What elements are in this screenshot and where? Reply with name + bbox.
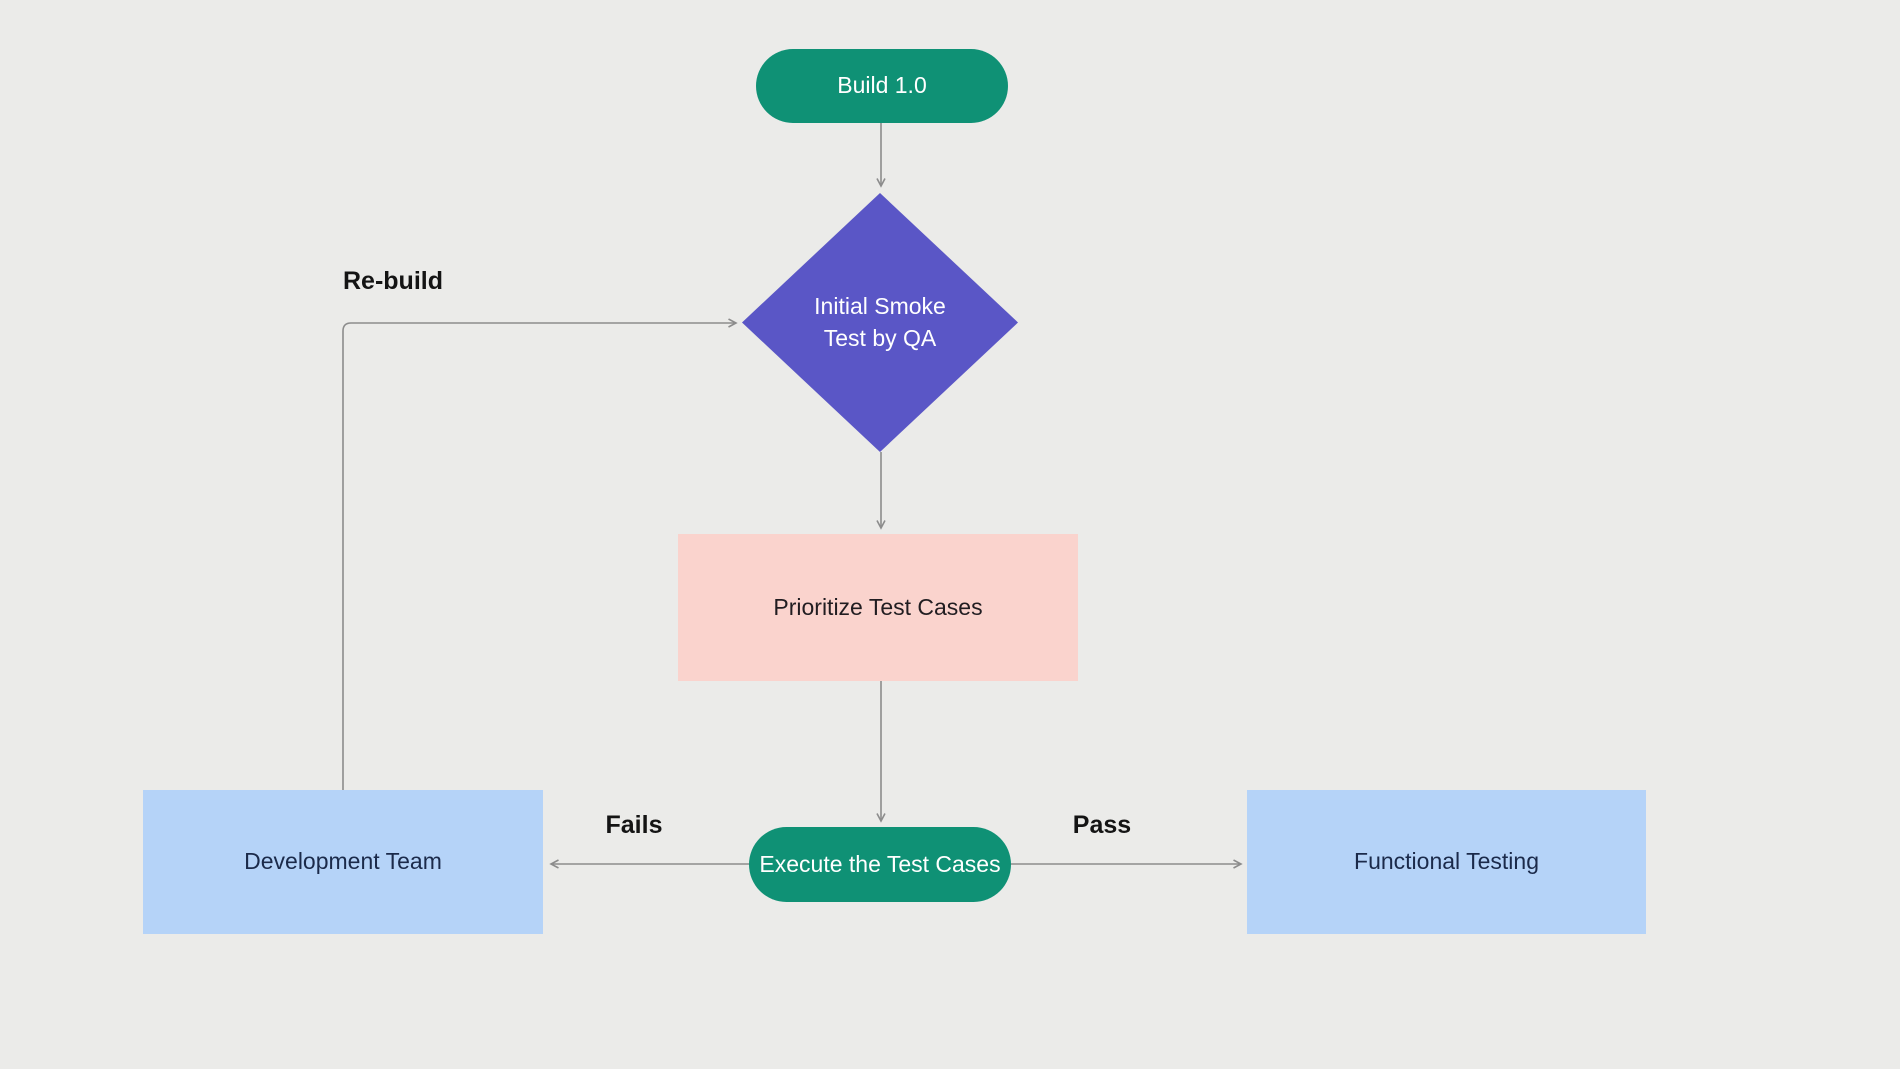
- node-build-label: Build 1.0: [837, 72, 927, 99]
- node-prioritize-test-cases: Prioritize Test Cases: [678, 534, 1078, 681]
- node-build: Build 1.0: [756, 49, 1008, 123]
- node-initial-smoke-test-label-line1: Initial Smoke: [814, 293, 946, 320]
- node-functional-testing-label: Functional Testing: [1354, 848, 1539, 875]
- node-initial-smoke-test-label-line2: Test by QA: [823, 324, 937, 351]
- node-execute-test-cases: Execute the Test Cases: [749, 827, 1011, 902]
- edge-label-rebuild: Re-build: [343, 267, 443, 295]
- node-development-team-label: Development Team: [244, 848, 442, 875]
- node-development-team: Development Team: [143, 790, 543, 934]
- connector-dev-team-to-smoke-test-rebuild: [342, 323, 736, 790]
- edge-label-pass: Pass: [1072, 811, 1132, 839]
- node-execute-test-cases-label: Execute the Test Cases: [759, 850, 1001, 877]
- edge-label-fails: Fails: [605, 811, 663, 839]
- node-prioritize-test-cases-label: Prioritize Test Cases: [773, 593, 983, 620]
- node-functional-testing: Functional Testing: [1247, 790, 1646, 934]
